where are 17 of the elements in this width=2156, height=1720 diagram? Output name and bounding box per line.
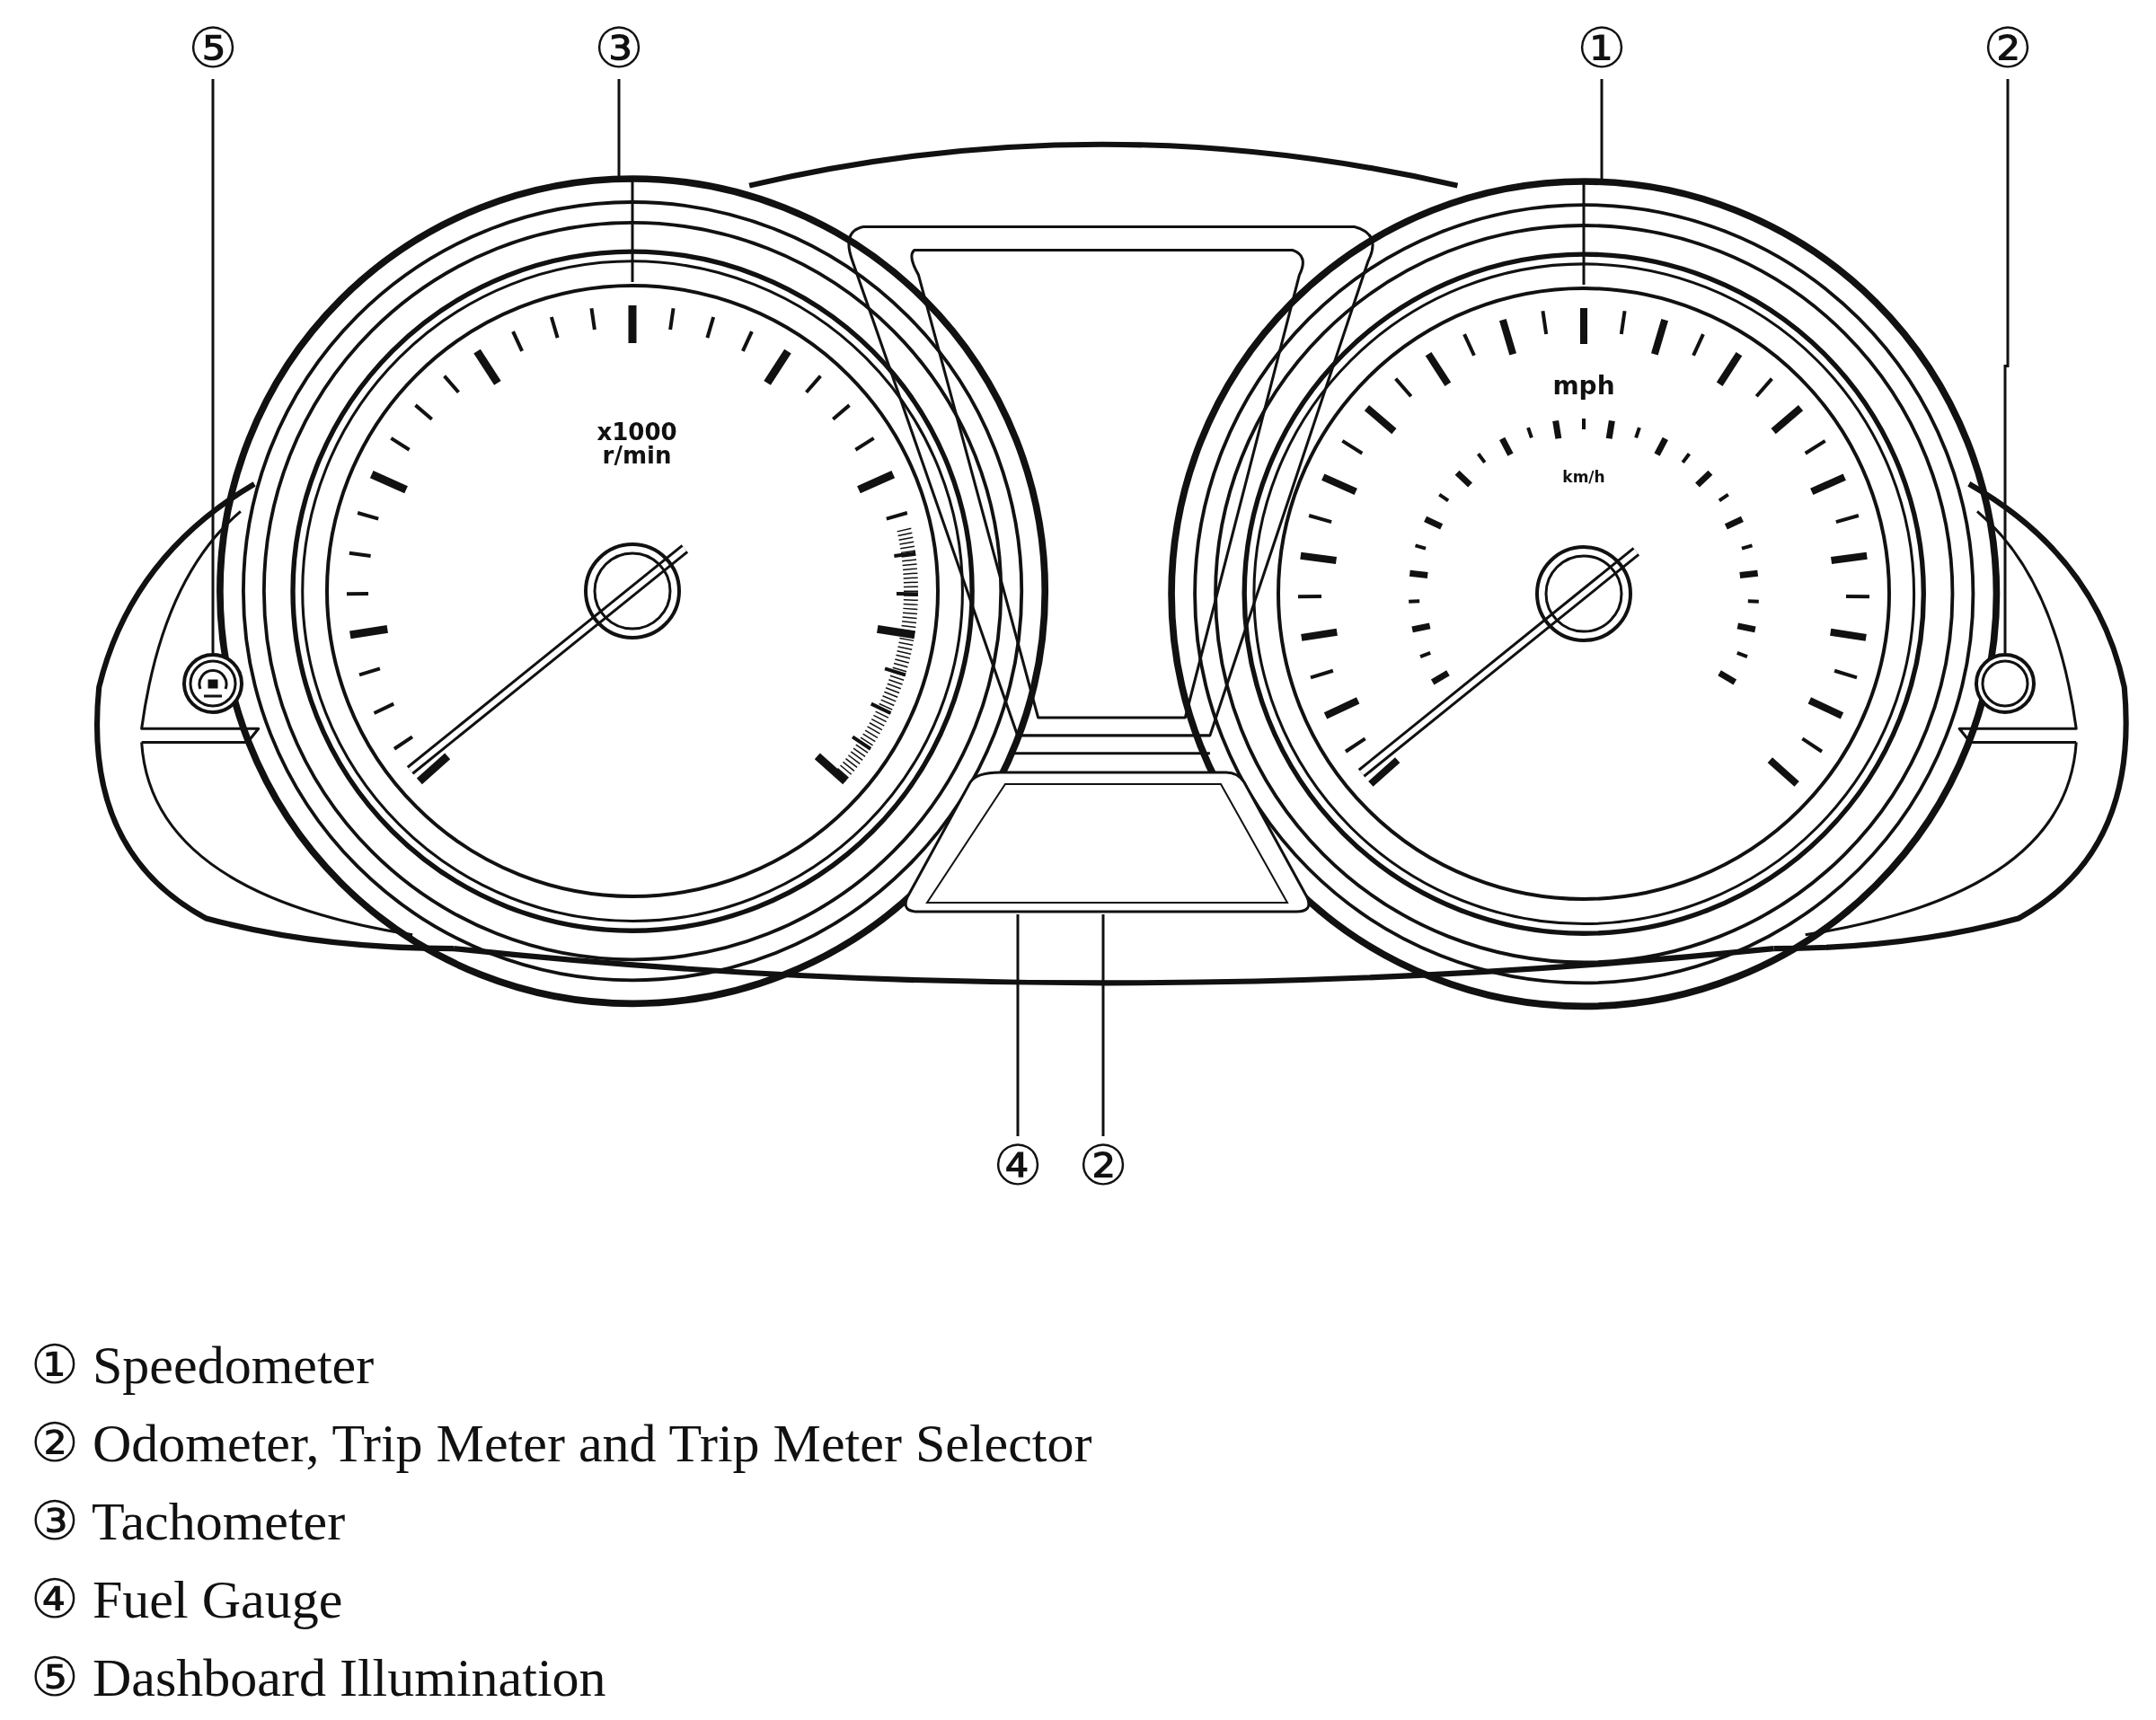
callout-number: ① — [1577, 21, 1627, 76]
leader-line — [1101, 914, 1105, 1136]
key-entry: ③ Tachometer — [31, 1495, 346, 1548]
leader-line — [2003, 79, 2010, 653]
leader-line — [1016, 914, 1020, 1136]
dial-unit-text: x1000 r/min — [596, 420, 677, 467]
dial-unit-text: km/h — [1562, 470, 1605, 485]
callout-number: ④ — [993, 1138, 1043, 1194]
leader-line — [211, 79, 215, 653]
callout-number: ③ — [594, 21, 644, 76]
callout-number: ② — [1078, 1138, 1128, 1194]
callout-number: ② — [1983, 21, 2033, 76]
leader-line — [617, 79, 634, 282]
dial-unit-text: mph — [1552, 374, 1615, 399]
callout-number: ⑤ — [188, 21, 238, 76]
key-entry: ⑤ Dashboard Illumination — [31, 1651, 606, 1705]
leader-line — [1582, 79, 1604, 285]
